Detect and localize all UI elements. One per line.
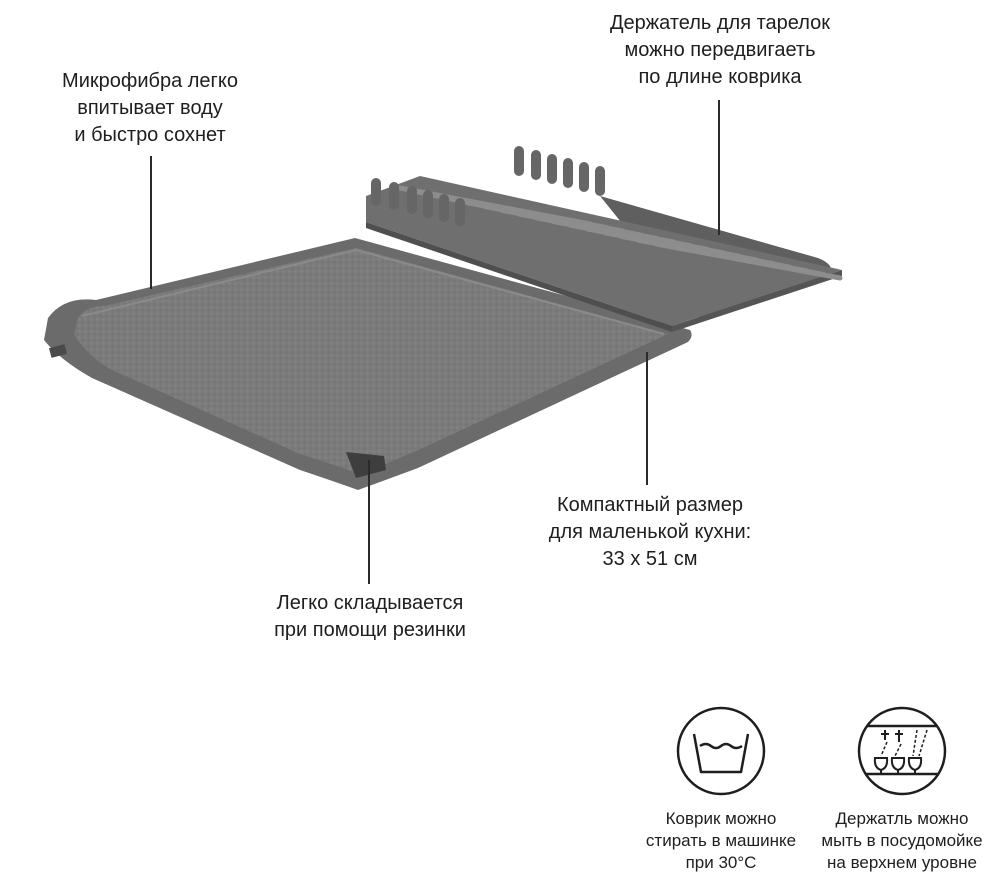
microfiber-surface [74, 248, 668, 474]
rack-peg [389, 182, 399, 210]
callout-compact-line-1: Компактный размер [557, 494, 743, 516]
rack-peg [407, 186, 417, 214]
compact-line [646, 352, 648, 485]
callout-holder-line-3: по длине коврика [638, 66, 802, 88]
callout-holder-line-2: можно передвигаеть [624, 39, 816, 61]
rack-peg [439, 194, 449, 222]
rack-peg [455, 198, 465, 226]
holder-line [718, 100, 720, 235]
rack-peg [563, 158, 573, 188]
callout-fold-line-2: при помощи резинки [274, 619, 466, 641]
rack-peg [514, 146, 524, 176]
dish-rack [366, 176, 842, 332]
dishwasher-caption: Держатль можно мыть в посудомойке на вер… [812, 808, 992, 874]
callout-microfiber-line-3: и быстро сохнет [74, 124, 226, 146]
callout-compact: Компактный размер для маленькой кухни: 3… [530, 492, 770, 573]
rack-peg [579, 162, 589, 192]
mat-tag [48, 344, 68, 358]
callout-holder: Держатель для тарелок можно передвигаеть… [590, 10, 850, 91]
microfiber-line [150, 156, 152, 289]
washing-caption-line-1: Коврик можно [665, 809, 777, 828]
callout-fold-line-1: Легко складывается [276, 592, 464, 614]
rack-peg [423, 190, 433, 218]
dishwasher-caption-line-2: мыть в посудомойке [821, 831, 983, 850]
washing-caption-line-3: при 30°С [685, 853, 757, 872]
callout-microfiber: Микрофибра легко впитывает воду и быстро… [40, 68, 260, 149]
callout-compact-line-2: для маленькой кухни: [548, 521, 752, 543]
fold-line [368, 460, 370, 584]
callout-fold: Легко складывается при помощи резинки [250, 590, 490, 644]
callout-microfiber-line-2: впитывает воду [77, 97, 223, 119]
dishwasher-top-rack-icon [857, 706, 947, 801]
washing-caption-line-2: стирать в машинке [645, 831, 797, 850]
callout-compact-line-3: 33 х 51 см [602, 548, 698, 570]
dishwasher-caption-line-3: на верхнем уровне [827, 853, 977, 872]
elastic-strap [346, 452, 386, 478]
rack-slot [653, 241, 843, 281]
rack-peg [531, 150, 541, 180]
rack-peg [371, 178, 381, 206]
rack-peg [595, 166, 605, 196]
callout-holder-line-1: Держатель для тарелок [609, 12, 831, 34]
washing-machine-30-icon [676, 706, 766, 801]
rack-peg [547, 154, 557, 184]
washing-caption: Коврик можно стирать в машинке при 30°С [636, 808, 806, 874]
dishwasher-caption-line-1: Держатль можно [835, 809, 969, 828]
callout-microfiber-line-1: Микрофибра легко [62, 70, 238, 92]
